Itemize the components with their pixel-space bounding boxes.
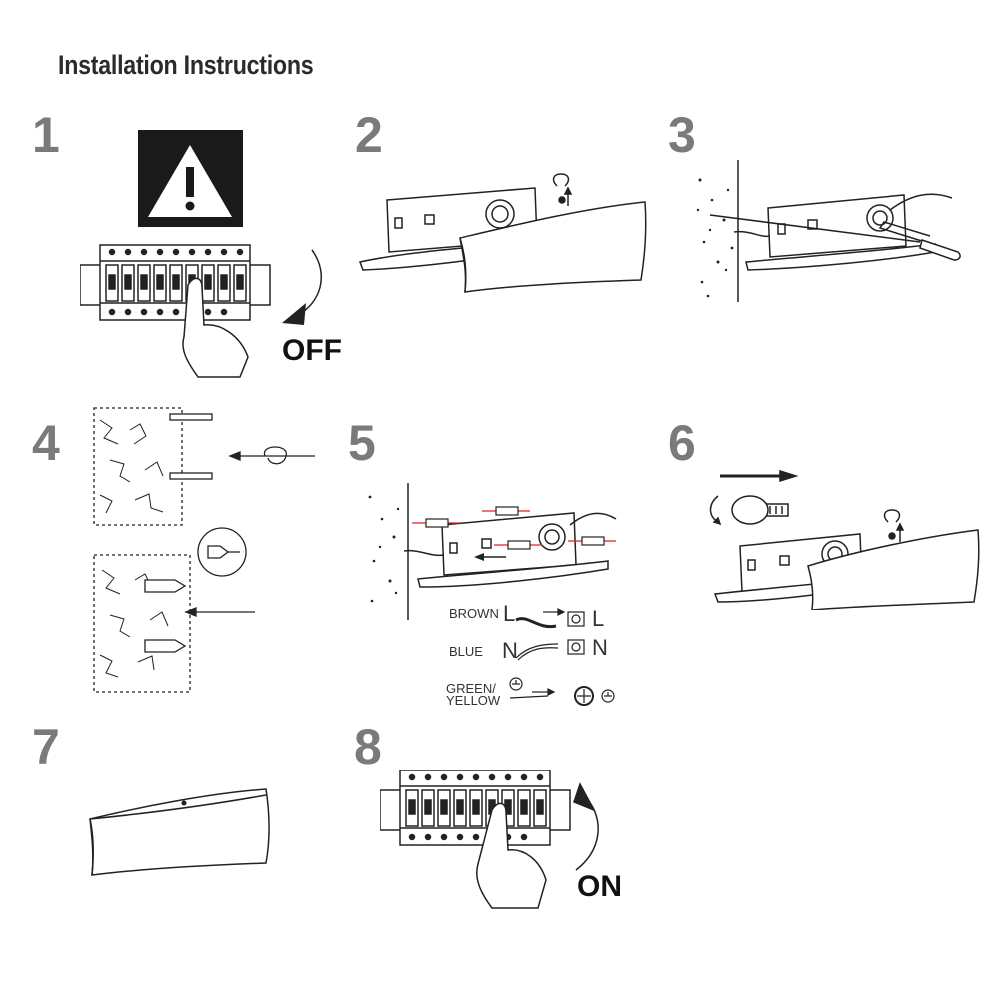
rotate-icon bbox=[552, 173, 570, 187]
hand-icon bbox=[476, 802, 547, 909]
wire-blue-label: BLUE bbox=[449, 644, 483, 659]
on-label: ON bbox=[577, 870, 622, 903]
warning-icon bbox=[138, 130, 243, 227]
terminal-blue-letter: N bbox=[592, 635, 608, 660]
page-title: Installation Instructions bbox=[58, 50, 314, 80]
wire-brown-label: BROWN bbox=[449, 606, 499, 621]
step-8-illustration bbox=[380, 770, 640, 915]
breaker-panel bbox=[80, 244, 271, 321]
wire-brown-letter: L bbox=[503, 601, 516, 626]
step-4-number: 4 bbox=[32, 415, 60, 471]
off-arrow-icon bbox=[297, 249, 322, 316]
step-2-number: 2 bbox=[355, 107, 383, 163]
hand-icon bbox=[182, 277, 249, 378]
step-2-illustration bbox=[355, 170, 665, 305]
wire-blue-letter: N bbox=[502, 638, 518, 663]
step-1-illustration bbox=[80, 125, 350, 380]
bulb-icon bbox=[731, 495, 789, 525]
earth-icon bbox=[509, 677, 523, 691]
wire-green-label-2: YELLOW bbox=[446, 693, 501, 708]
step-5-number: 5 bbox=[348, 415, 376, 471]
rotate-icon bbox=[263, 446, 287, 465]
wiring-diagram bbox=[448, 600, 628, 715]
step-7-illustration bbox=[80, 785, 280, 880]
off-label: OFF bbox=[282, 334, 342, 367]
step-7-number: 7 bbox=[32, 719, 60, 775]
step-5-illustration bbox=[360, 475, 630, 625]
step-4-illustration bbox=[90, 400, 330, 700]
step-8-number: 8 bbox=[354, 719, 382, 775]
terminal-brown-letter: L bbox=[592, 606, 605, 631]
step-6-illustration bbox=[700, 470, 985, 610]
step-3-illustration bbox=[690, 160, 980, 305]
wire-green-label-1: GREEN/ bbox=[446, 681, 496, 696]
step-1-number: 1 bbox=[32, 107, 60, 163]
step-3-number: 3 bbox=[668, 107, 696, 163]
step-6-number: 6 bbox=[668, 415, 696, 471]
